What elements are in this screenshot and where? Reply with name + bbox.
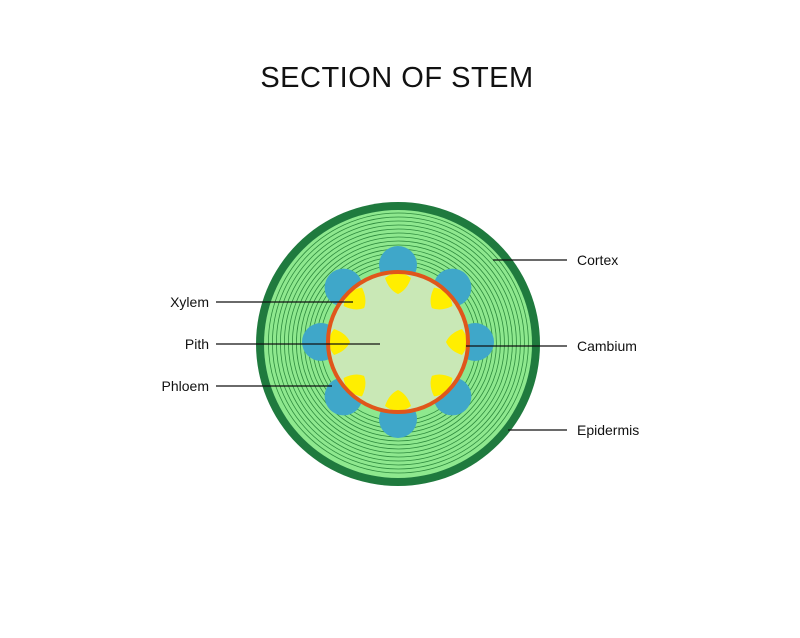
cortex-ring-line xyxy=(275,220,521,466)
xylem-group xyxy=(329,273,467,411)
cortex-ring-line xyxy=(299,244,497,442)
cortex-ring-line xyxy=(287,232,509,454)
cortex-ring-line xyxy=(271,216,525,470)
cortex-ring-line xyxy=(267,212,529,474)
pith-label: Pith xyxy=(185,336,209,352)
cortex-ring-line xyxy=(291,236,505,450)
xylem-lobe xyxy=(385,390,411,411)
cortex-ring-line xyxy=(279,224,517,462)
xylem-lobe xyxy=(329,329,350,355)
cortex-label: Cortex xyxy=(577,252,618,268)
xylem-lobe xyxy=(430,374,453,397)
leader-lines xyxy=(216,259,567,431)
page-title: SECTION OF STEM xyxy=(260,62,534,94)
xylem-label: Xylem xyxy=(170,294,209,310)
cortex-ring-line xyxy=(295,240,501,446)
epidermis-label: Epidermis xyxy=(577,422,639,438)
phloem-label: Phloem xyxy=(162,378,209,394)
xylem-lobe xyxy=(343,374,366,397)
xylem-lobe xyxy=(343,287,366,310)
cortex-ring-line xyxy=(283,228,513,458)
xylem-lobe xyxy=(430,287,453,310)
cambium-label: Cambium xyxy=(577,338,637,354)
cambium-ring xyxy=(326,270,470,414)
xylem-lobe xyxy=(385,273,411,294)
xylem-lobe xyxy=(446,329,467,355)
